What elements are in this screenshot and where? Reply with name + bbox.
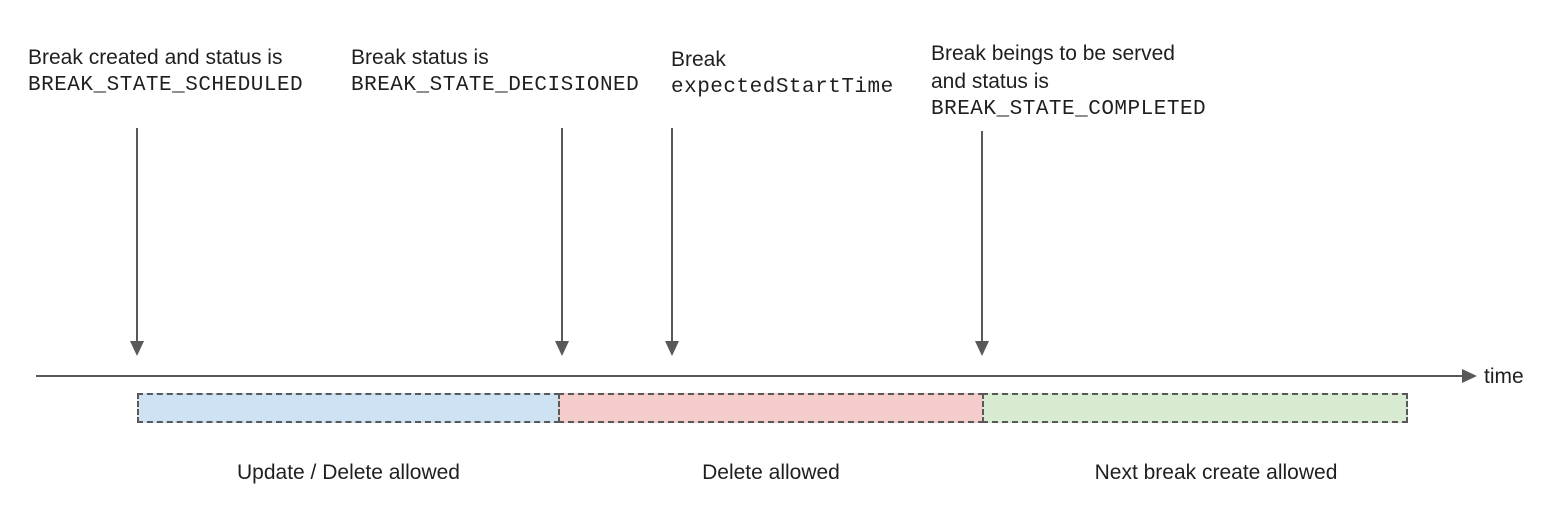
segment-label-next-break-create: Next break create allowed (1094, 461, 1338, 484)
annotation-break-scheduled: Break created and status is BREAK_STATE_… (28, 44, 303, 100)
annotation-text: Break status is (351, 46, 489, 69)
annotation-text: Break (671, 48, 726, 71)
segment-label-update-delete: Update / Delete allowed (237, 461, 460, 484)
annotation-expected-start-time: Break expectedStartTime (671, 46, 894, 102)
arrow-down-icon (975, 341, 989, 356)
arrow-down-icon (665, 341, 679, 356)
annotation-code: expectedStartTime (671, 76, 894, 99)
segment-label-delete: Delete allowed (702, 461, 840, 484)
arrow-line-scheduled (136, 128, 138, 341)
annotation-text-2: and status is (931, 70, 1049, 93)
arrow-right-icon (1462, 369, 1477, 383)
arrow-line-expected-start (671, 128, 673, 341)
annotation-text: Break beings to be served (931, 42, 1175, 65)
annotation-break-completed: Break beings to be served and status is … (931, 40, 1206, 124)
time-axis-label: time (1484, 365, 1524, 388)
annotation-text: Break created and status is (28, 46, 283, 69)
arrow-line-decisioned (561, 128, 563, 341)
segment-delete-allowed (558, 393, 984, 423)
arrow-line-completed (981, 131, 983, 341)
annotation-code: BREAK_STATE_COMPLETED (931, 98, 1207, 121)
segment-update-delete-allowed (137, 393, 560, 423)
annotation-break-decisioned: Break status is BREAK_STATE_DECISIONED (351, 44, 639, 100)
annotation-code: BREAK_STATE_SCHEDULED (28, 74, 304, 97)
segment-next-break-create-allowed (982, 393, 1408, 423)
arrow-down-icon (130, 341, 144, 356)
arrow-down-icon (555, 341, 569, 356)
annotation-code: BREAK_STATE_DECISIONED (351, 74, 640, 97)
time-axis (36, 375, 1462, 377)
